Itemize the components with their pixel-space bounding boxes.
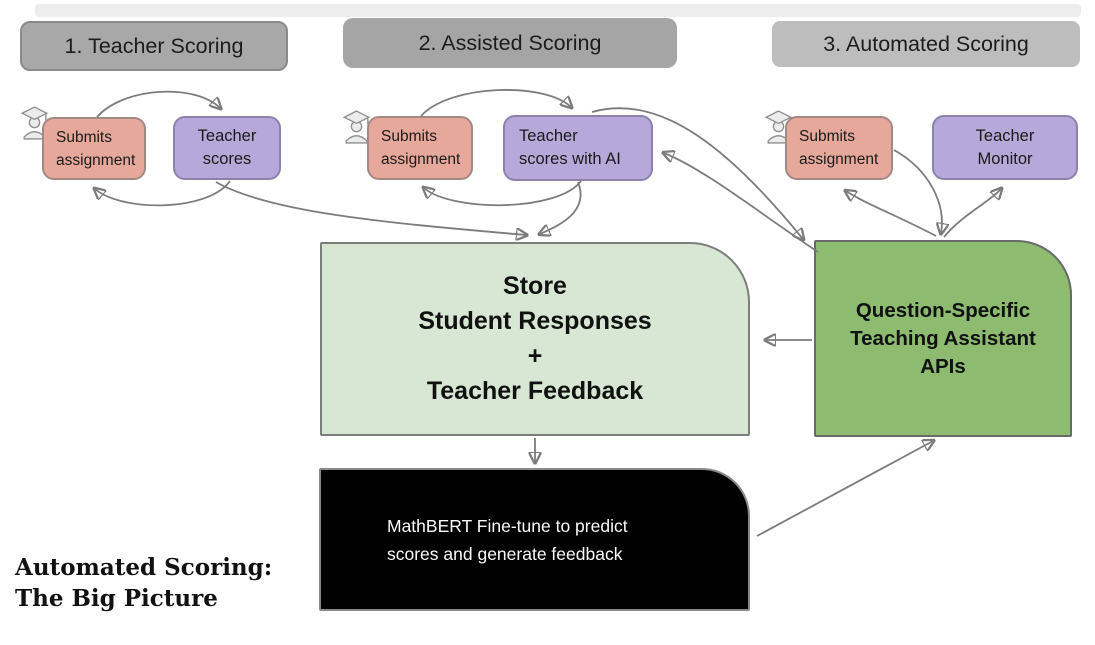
node-label: Submits assignment [799,128,879,168]
node-label: Submits assignment [381,128,461,168]
phase-header-teacher-scoring: 1. Teacher Scoring [20,21,288,71]
phase-header-label: 1. Teacher Scoring [64,33,244,58]
arrow-mathbert-to-apis [756,441,933,537]
node-teacher-monitor: Teacher Monitor [932,115,1078,180]
phase-header-automated-scoring: 3. Automated Scoring [772,21,1080,67]
arrow-submit2-to-scores2 [420,89,571,117]
arrow-scores1-to-store [215,181,526,235]
node-label: MathBERT Fine-tune to predict scores and… [387,515,628,564]
arrow-apis-to-submit3 [846,191,937,237]
slide-title: Automated Scoring: The Big Picture [15,554,273,612]
arrow-scores1-to-submit1 [95,180,231,207]
arrow-apis-to-monitor [943,189,1001,238]
node-question-specific-apis: Question-Specific Teaching Assistant API… [814,240,1072,437]
arrow-scores2-to-store [540,181,582,234]
phase-header-assisted-scoring: 2. Assisted Scoring [343,18,677,68]
phase-header-label: 3. Automated Scoring [823,31,1029,56]
arrow-scores2-to-submit2 [424,180,582,207]
node-label: Teacher scores with AI [519,127,621,168]
node-teacher-scores-with-ai: Teacher scores with AI [503,115,653,181]
phase-header-label: 2. Assisted Scoring [418,30,602,55]
node-label: Teacher Monitor [975,126,1035,168]
node-submits-assignment-3: Submits assignment [785,116,893,180]
node-store-responses-feedback: Store Student Responses + Teacher Feedba… [320,242,750,436]
node-teacher-scores: Teacher scores [173,116,281,180]
node-label: Store Student Responses + Teacher Feedba… [418,272,652,405]
arrow-submit1-to-scores1 [96,90,220,118]
node-label: Submits assignment [56,128,136,169]
node-submits-assignment-1: Submits assignment [42,117,146,180]
node-label: Question-Specific Teaching Assistant API… [850,298,1036,378]
top-band-decoration [35,4,1081,17]
node-mathbert-finetune: MathBERT Fine-tune to predict scores and… [319,468,750,611]
node-label: Teacher scores [197,127,257,168]
node-submits-assignment-2: Submits assignment [367,116,473,180]
